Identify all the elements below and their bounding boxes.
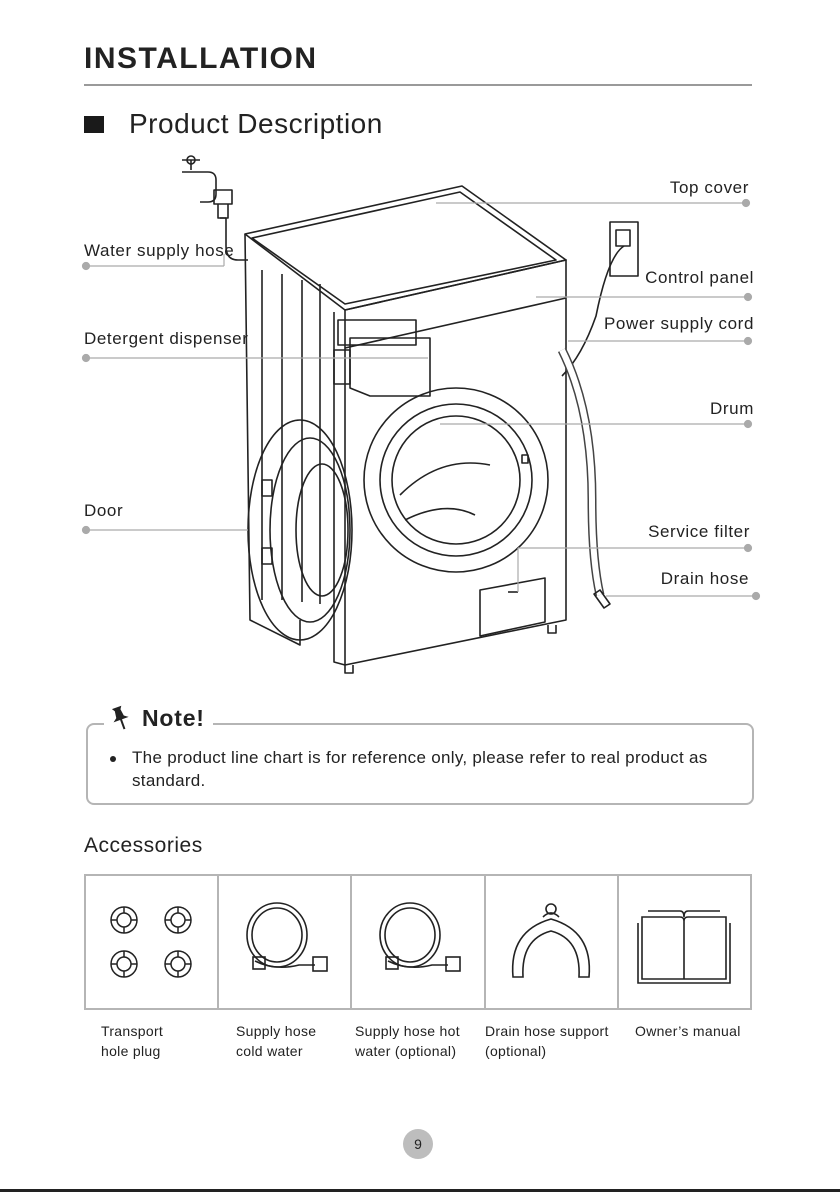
section-marker-square bbox=[84, 116, 104, 133]
note-title: Note! bbox=[142, 704, 205, 731]
supply-hose-icon bbox=[245, 902, 328, 972]
drain-hose-support-icon bbox=[512, 903, 591, 978]
accessory-cell-supply-hose-cold bbox=[219, 876, 353, 1008]
callout-power-supply-cord: Power supply cord bbox=[603, 314, 754, 333]
pushpin-icon bbox=[111, 705, 129, 730]
accessory-label: Drain hose support (optional) bbox=[485, 1023, 609, 1059]
page-title: INSTALLATION bbox=[84, 42, 318, 75]
accessory-label: Supply hose cold water bbox=[236, 1023, 317, 1059]
accessory-cell-drain-hose-support bbox=[486, 876, 619, 1008]
note-box bbox=[86, 723, 754, 805]
manual-icon bbox=[637, 910, 732, 984]
callout-drain-hose: Drain hose bbox=[660, 569, 749, 588]
bottom-border bbox=[0, 1189, 840, 1192]
callout-drum: Drum bbox=[710, 399, 754, 418]
section-title: Product Description bbox=[129, 108, 383, 139]
washing-machine-illustration bbox=[81, 155, 761, 674]
note-header: Note! bbox=[104, 704, 213, 732]
callout-service-filter: Service filter bbox=[648, 522, 750, 541]
accessory-label: Supply hose hot water (optional) bbox=[355, 1023, 460, 1059]
title-divider bbox=[84, 84, 752, 86]
accessory-label: Owner’s manual bbox=[635, 1023, 741, 1039]
accessory-label: Transport hole plug bbox=[101, 1023, 164, 1059]
accessories-grid bbox=[84, 874, 752, 1010]
note-text: The product line chart is for reference … bbox=[132, 748, 708, 790]
accessory-cell-hole-plug bbox=[86, 876, 220, 1008]
product-diagram: Top cover Water supply hose Control pane… bbox=[0, 150, 840, 690]
page-number: 9 bbox=[403, 1129, 433, 1159]
accessories-title: Accessories bbox=[84, 834, 203, 857]
callout-top-cover: Top cover bbox=[669, 178, 749, 197]
accessory-cell-supply-hose-hot bbox=[352, 876, 486, 1008]
hole-plug-icon bbox=[109, 906, 192, 978]
accessory-cell-owners-manual bbox=[619, 876, 750, 1008]
callout-control-panel: Control panel bbox=[645, 268, 754, 287]
callout-water-supply-hose: Water supply hose bbox=[84, 241, 235, 260]
callout-door: Door bbox=[84, 501, 124, 520]
callout-detergent-dispenser: Detergent dispenser bbox=[84, 329, 249, 348]
supply-hose-icon bbox=[379, 902, 461, 972]
bullet-dot bbox=[110, 756, 116, 762]
